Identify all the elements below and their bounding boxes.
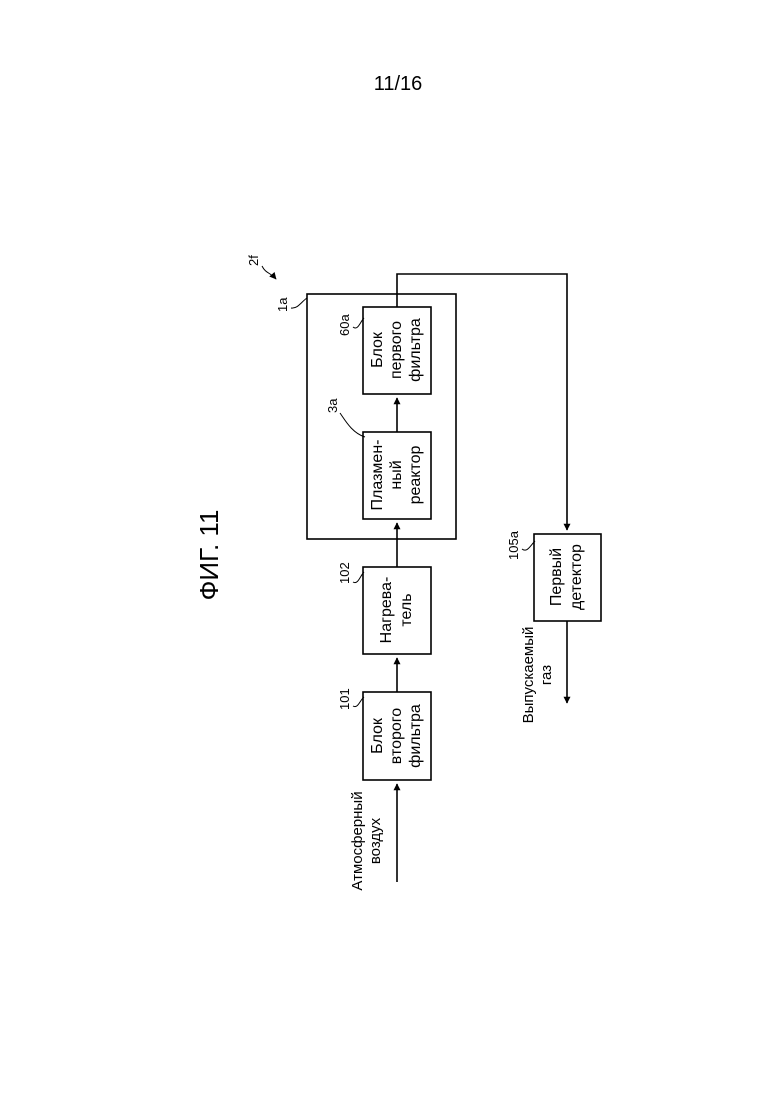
svg-text:реактор: реактор xyxy=(407,445,424,504)
reactor-leader xyxy=(340,413,365,437)
ref-system: 2f xyxy=(246,255,261,266)
svg-text:Первый: Первый xyxy=(548,548,565,606)
svg-text:тель: тель xyxy=(398,593,415,626)
svg-text:детектор: детектор xyxy=(568,544,585,610)
svg-text:первого: первого xyxy=(388,321,405,379)
ref-reactor: 3a xyxy=(325,398,340,413)
svg-text:ный: ный xyxy=(388,460,405,489)
page-number: 11/16 xyxy=(374,73,423,95)
svg-text:Плазмен-: Плазмен- xyxy=(369,440,386,511)
svg-text:Блок: Блок xyxy=(369,717,386,754)
ref-heater: 102 xyxy=(337,562,352,584)
ref-unit: 1a xyxy=(275,297,290,312)
detector-leader xyxy=(522,541,535,550)
plasma-reactor-label: Плазмен- ный реактор xyxy=(369,440,424,511)
heater-block xyxy=(363,567,431,654)
intake-label: Атмосферный воздух xyxy=(349,791,384,890)
svg-text:газ: газ xyxy=(538,665,555,685)
ref-filter2: 101 xyxy=(337,688,352,710)
svg-text:Атмосферный: Атмосферный xyxy=(349,791,366,890)
svg-text:фильтра: фильтра xyxy=(407,704,424,768)
first-filter-label: Блок первого фильтра xyxy=(369,318,424,382)
exhaust-label: Выпускаемый газ xyxy=(520,627,555,724)
system-leader xyxy=(262,266,276,279)
second-filter-label: Блок второго фильтра xyxy=(369,704,424,768)
ref-filter1: 60a xyxy=(337,314,352,336)
svg-text:Нагрева-: Нагрева- xyxy=(378,577,395,644)
unit-leader xyxy=(291,298,307,308)
figure-title: ФИГ. 11 xyxy=(194,510,224,601)
heater-label: Нагрева- тель xyxy=(378,577,415,644)
first-detector-label: Первый детектор xyxy=(548,544,585,610)
ref-detector: 105a xyxy=(506,530,521,560)
svg-text:Выпускаемый: Выпускаемый xyxy=(520,627,537,724)
svg-text:воздух: воздух xyxy=(367,817,384,864)
svg-text:фильтра: фильтра xyxy=(407,318,424,382)
svg-text:второго: второго xyxy=(388,708,405,764)
svg-text:Блок: Блок xyxy=(369,331,386,368)
